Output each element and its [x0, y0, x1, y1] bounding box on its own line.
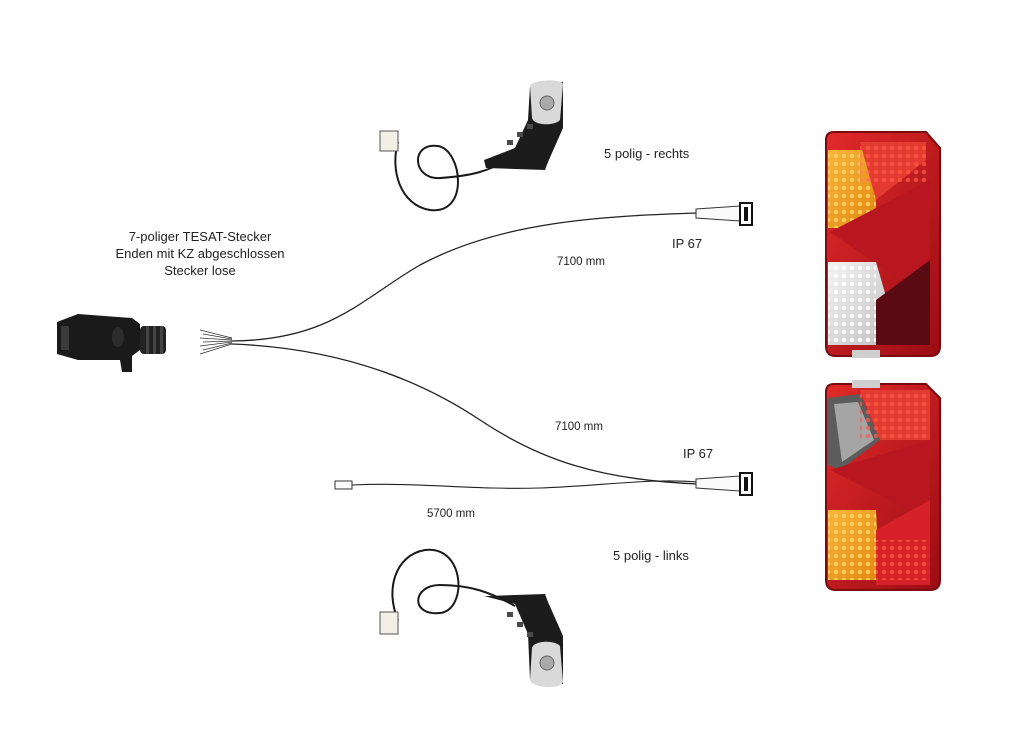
cable-left: [231, 343, 699, 485]
tail-lamp-left: [825, 380, 941, 591]
cable-marker: [351, 480, 699, 489]
cable-right: [231, 212, 699, 342]
plug-line-3: Stecker lose: [164, 263, 236, 278]
left-ip-label: IP 67: [683, 446, 714, 461]
tail-lamp-right: [825, 131, 941, 358]
left-lamp-label: 5 polig - links: [613, 548, 689, 563]
right-cable-length: 7100 mm: [557, 256, 605, 268]
marker-cable-length: 5700 mm: [427, 508, 475, 520]
tesat-plug: [57, 314, 166, 372]
left-cable-length: 7100 mm: [555, 421, 603, 433]
plug-description: 7-poliger TESAT-Stecker Enden mit KZ abg…: [95, 228, 305, 279]
plug-line-2: Enden mit KZ abgeschlossen: [115, 246, 285, 261]
connector-right: [695, 202, 753, 226]
connector-left: [695, 472, 753, 496]
right-ip-label: IP 67: [672, 236, 703, 251]
marker-cable-end: [334, 480, 353, 490]
wire-ends: [199, 329, 233, 355]
marker-lamp-top: [379, 80, 563, 212]
plug-line-1: 7-poliger TESAT-Stecker: [128, 229, 272, 244]
right-lamp-label: 5 polig - rechts: [604, 146, 690, 161]
marker-lamp-bottom: [379, 548, 563, 688]
